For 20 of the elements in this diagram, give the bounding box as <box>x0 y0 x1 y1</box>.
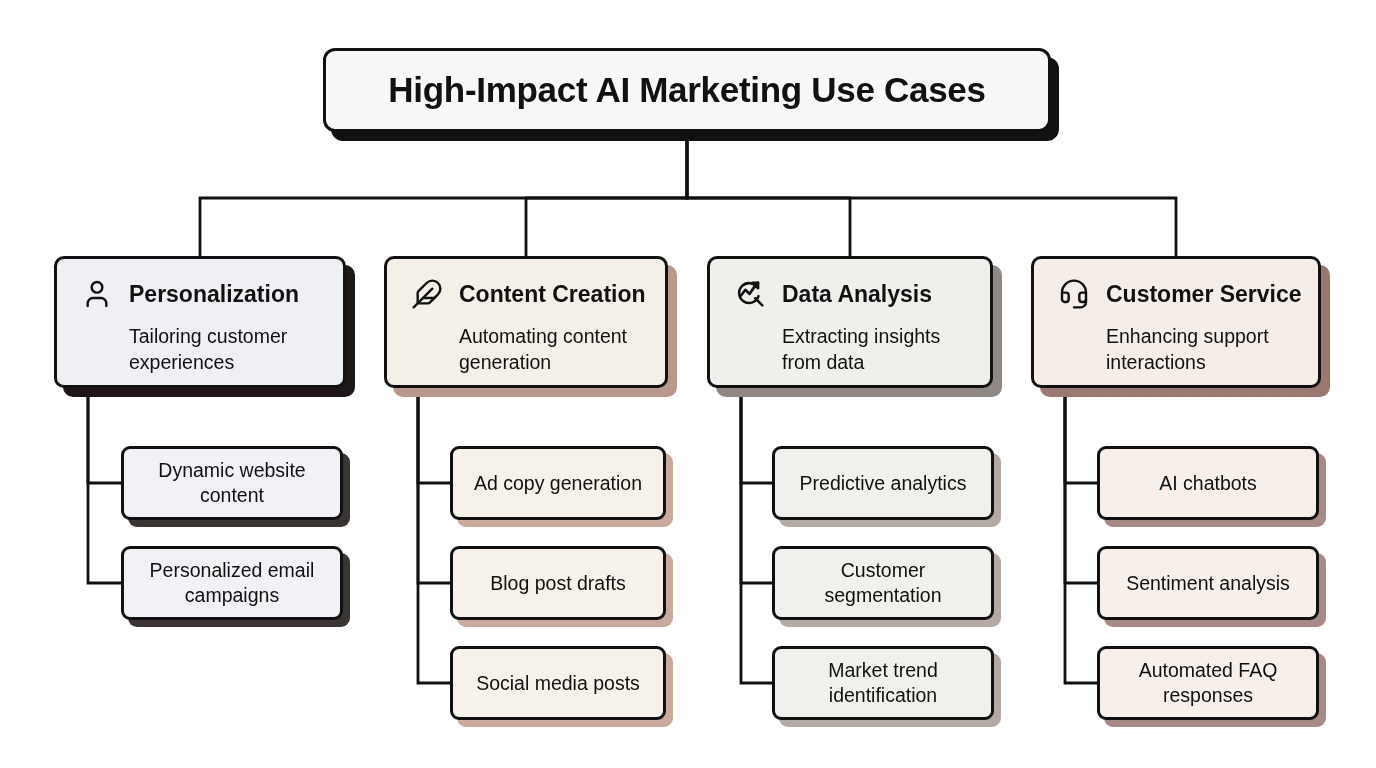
use-case-text: Customer segmentation <box>823 558 943 608</box>
category-heading: Customer Service <box>1106 280 1303 308</box>
category-heading: Data Analysis <box>782 280 933 308</box>
use-case-text: Personalized email campaigns <box>148 558 316 608</box>
use-case-text: Predictive analytics <box>799 470 967 496</box>
category-description: Enhancing support interactions <box>1106 324 1270 375</box>
category-description: Tailoring customer experiences <box>129 324 289 375</box>
use-case-text: AI chatbots <box>1159 470 1257 496</box>
category-heading: Content Creation <box>459 280 647 308</box>
category-description: Automating content generation <box>459 324 629 375</box>
use-case-text: Sentiment analysis <box>1126 570 1290 596</box>
use-case-text: Dynamic website content <box>157 458 307 508</box>
use-case-text: Automated FAQ responses <box>1137 658 1279 708</box>
category-description: Extracting insights from data <box>782 324 942 375</box>
title-text: High-Impact AI Marketing Use Cases <box>388 70 986 110</box>
category-heading: Personalization <box>129 280 300 308</box>
use-case-text: Social media posts <box>476 670 640 696</box>
use-case-text: Blog post drafts <box>490 570 626 596</box>
use-case-text: Market trend identification <box>827 658 939 708</box>
use-case-text: Ad copy generation <box>473 470 642 496</box>
